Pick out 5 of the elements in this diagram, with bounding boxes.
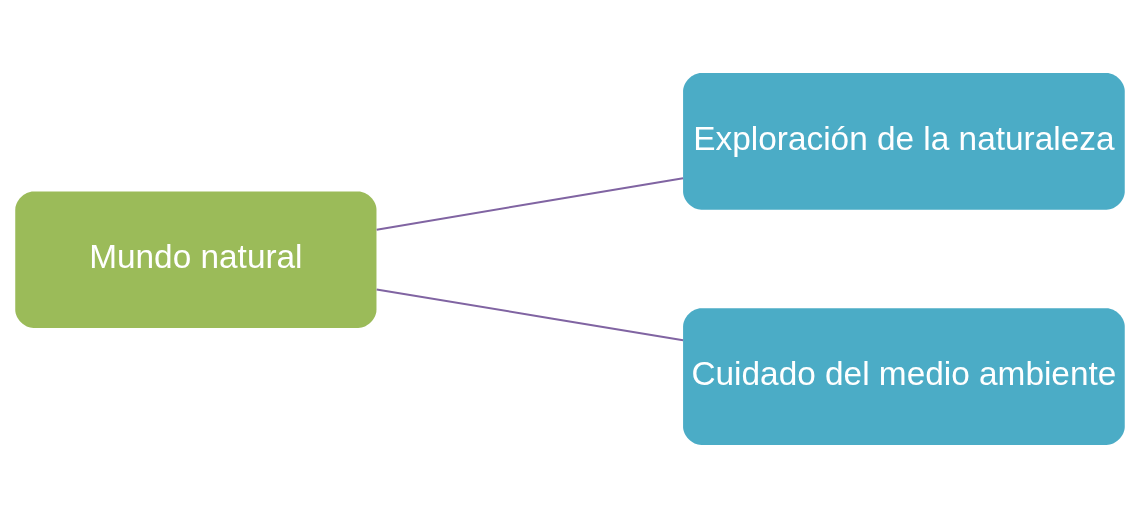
connector [375,177,685,231]
node-box: Cuidado del medio ambiente [683,308,1125,445]
connector [375,288,685,342]
node-box: Exploración de la naturaleza [683,73,1125,210]
node-box: Mundo natural [15,191,377,329]
